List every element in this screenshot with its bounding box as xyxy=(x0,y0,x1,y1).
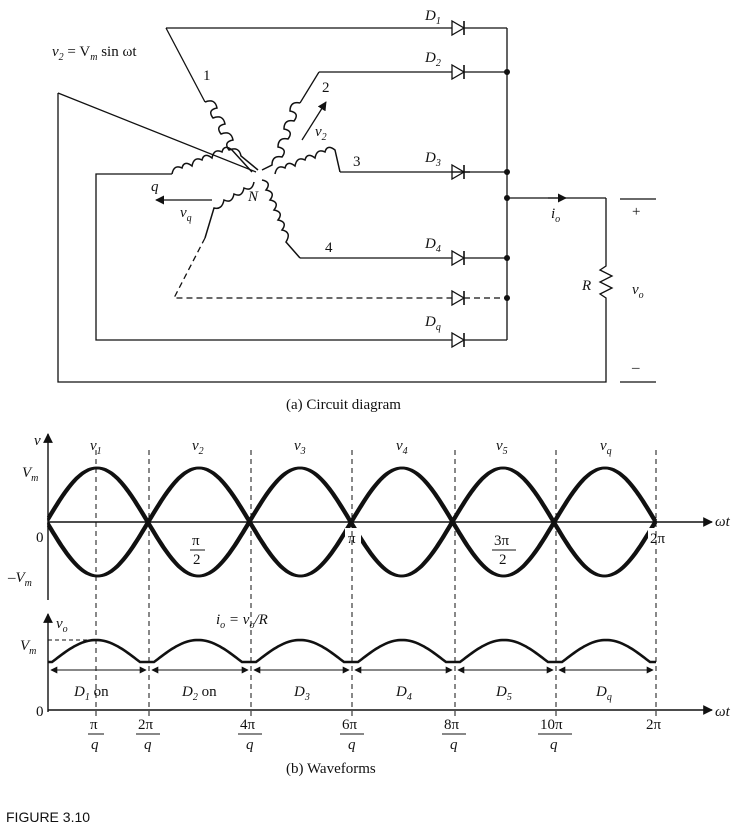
resistor-label: R xyxy=(581,278,591,294)
circuit-diagram: v2 = Vm sin ωt 1 2 xyxy=(52,8,656,413)
x-tick-labels: π q 2π q 4π q 6π q 8π q 10π q 2π xyxy=(88,717,662,753)
figure-label: FIGURE 3.10 xyxy=(6,809,90,825)
svg-text:D3: D3 xyxy=(293,684,310,703)
svg-text:q: q xyxy=(246,737,254,753)
diode-d5 xyxy=(451,289,507,307)
phase-label-4: 4 xyxy=(325,240,333,256)
svg-text:v4: v4 xyxy=(396,438,408,457)
diode-label-d4: D4 xyxy=(424,236,441,255)
diode-dq xyxy=(451,331,507,349)
vo-label: vo xyxy=(632,282,644,301)
phase-1-lead xyxy=(165,27,206,103)
star-windings xyxy=(57,27,607,383)
vq-label: vq xyxy=(180,205,192,224)
svg-text:v2: v2 xyxy=(192,438,204,457)
svg-text:Dq: Dq xyxy=(595,684,612,703)
diode-label-dq: Dq xyxy=(424,314,441,333)
v2-label: v2 xyxy=(315,124,327,143)
phase-2-lead xyxy=(299,71,320,104)
diode-label-d1: D1 xyxy=(424,8,441,27)
phase-5-lead xyxy=(172,237,452,299)
plus-sign: + xyxy=(632,204,640,220)
svg-text:4π: 4π xyxy=(240,717,256,733)
svg-text:v1: v1 xyxy=(90,438,102,457)
svg-text:D1 on: D1 on xyxy=(73,684,109,703)
phase-2-coil xyxy=(261,101,301,171)
diode-d3 xyxy=(451,163,507,181)
zero-label: 0 xyxy=(36,530,44,546)
top-axis-v-label: v xyxy=(34,433,41,449)
omega-t-bottom-label: ωt xyxy=(715,704,731,720)
phase-q-coil xyxy=(171,146,253,175)
svg-text:2π: 2π xyxy=(138,717,154,733)
svg-text:2π: 2π xyxy=(646,717,662,733)
interval-guides xyxy=(95,450,657,720)
svg-text:vq: vq xyxy=(600,438,612,457)
phase-4-coil xyxy=(261,179,301,259)
vm-top-label: Vm xyxy=(22,465,38,484)
phase-label-2: 2 xyxy=(322,80,330,96)
diode-label-d2: D2 xyxy=(424,50,441,69)
minus-sign: – xyxy=(631,360,640,376)
diode-d2 xyxy=(451,63,507,81)
svg-text:q: q xyxy=(550,737,558,753)
vm-bottom-label: Vm xyxy=(20,638,36,657)
svg-text:8π: 8π xyxy=(444,717,460,733)
neutral-label: N xyxy=(247,189,259,205)
svg-text:q: q xyxy=(450,737,458,753)
neutral-line xyxy=(57,92,257,173)
svg-text:D5: D5 xyxy=(495,684,512,703)
svg-text:2: 2 xyxy=(193,552,201,568)
svg-text:π: π xyxy=(348,531,356,547)
svg-text:3π: 3π xyxy=(494,533,510,549)
vm-neg-label: –Vm xyxy=(7,570,32,589)
diode-d4 xyxy=(451,249,507,267)
svg-text:π: π xyxy=(90,717,98,733)
svg-text:2: 2 xyxy=(499,552,507,568)
phase-1-coil xyxy=(204,100,259,171)
conduction-labels: D1 on D2 on D3 D4 D5 Dq xyxy=(73,684,612,703)
phase-label-3: 3 xyxy=(353,154,361,170)
waveforms-caption: (b) Waveforms xyxy=(286,761,376,777)
svg-text:q: q xyxy=(91,737,99,753)
svg-text:v5: v5 xyxy=(496,438,508,457)
io-equation: io = vo/R xyxy=(216,612,268,631)
circuit-caption: (a) Circuit diagram xyxy=(286,397,401,413)
diode-label-d3: D3 xyxy=(424,150,441,169)
zero-bottom-label: 0 xyxy=(36,704,44,720)
io-label: io xyxy=(551,206,560,225)
svg-text:π: π xyxy=(192,533,200,549)
phase-q-lead xyxy=(95,173,452,341)
waveforms: v Vm 0 –Vm ωt v1 v2 v3 v4 v5 vq π 2 π 3π… xyxy=(7,433,731,777)
svg-text:D2 on: D2 on xyxy=(181,684,217,703)
v2-arrow xyxy=(301,101,327,141)
svg-text:10π: 10π xyxy=(540,717,563,733)
phase-5-coil xyxy=(204,181,255,239)
omega-t-label: ωt xyxy=(715,514,731,530)
svg-text:2π: 2π xyxy=(650,531,666,547)
svg-text:v3: v3 xyxy=(294,438,306,457)
phase-3-coil xyxy=(274,146,341,175)
diode-d1 xyxy=(451,19,507,37)
neutral-return xyxy=(57,93,607,383)
pi-labels: π 2 π 3π 2 2π xyxy=(186,528,674,568)
load-resistor xyxy=(598,198,614,302)
svg-text:q: q xyxy=(144,737,152,753)
phase-label-1: 1 xyxy=(203,68,211,84)
svg-text:D4: D4 xyxy=(395,684,412,703)
svg-text:6π: 6π xyxy=(342,717,358,733)
svg-text:q: q xyxy=(348,737,356,753)
supply-voltage-label: v2 = Vm sin ωt xyxy=(52,44,137,63)
vo-axis-label: vo xyxy=(56,616,68,635)
phase-labels: v1 v2 v3 v4 v5 vq xyxy=(90,438,612,457)
phase-label-q: q xyxy=(151,179,159,195)
